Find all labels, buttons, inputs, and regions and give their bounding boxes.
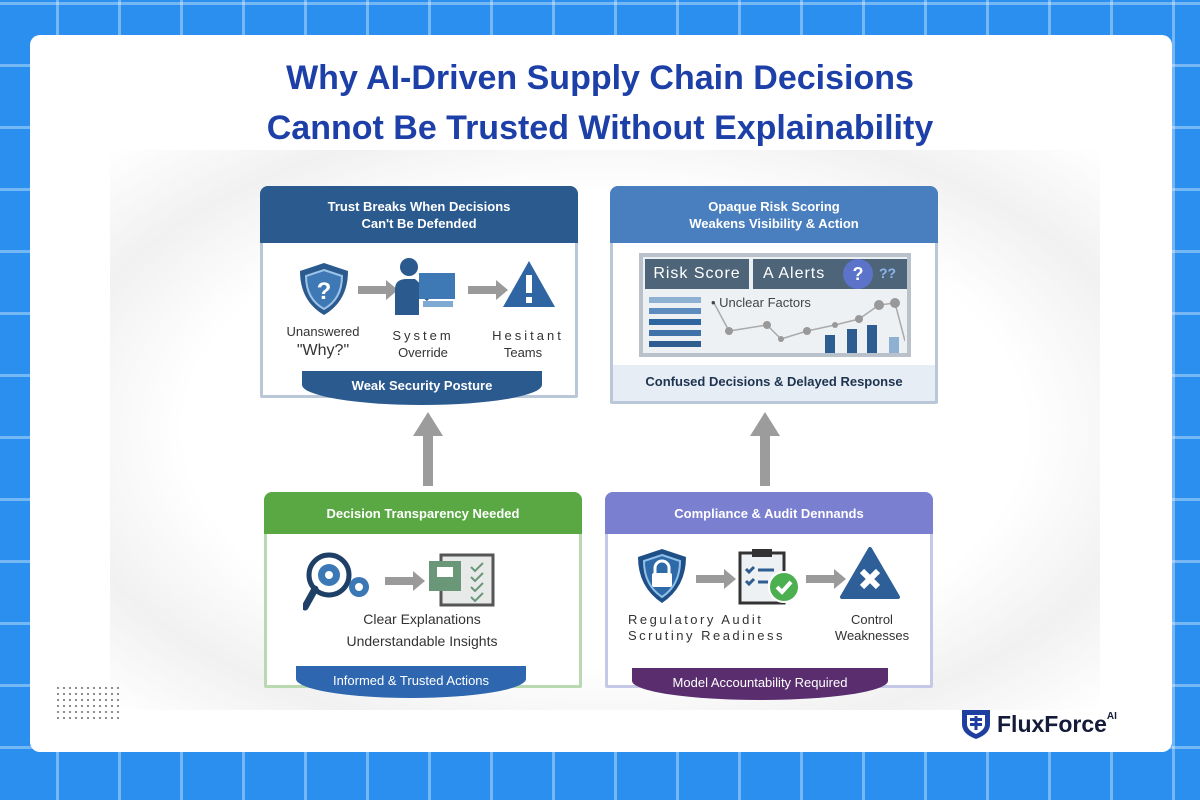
- header-line: Weakens Visibility & Action: [689, 215, 859, 231]
- factor-text: Unclear Factors: [719, 295, 811, 310]
- up-arrow-icon: [413, 412, 443, 486]
- header-line: Opaque Risk Scoring: [708, 198, 840, 214]
- shield-question-icon: ?: [300, 263, 348, 315]
- label-clear-explanations: Clear Explanations: [363, 611, 481, 627]
- footer-informed-actions: Informed & Trusted Actions: [296, 666, 526, 698]
- label-override: Override: [398, 345, 448, 360]
- title-line-1: Why AI-Driven Supply Chain Decisions: [286, 59, 914, 97]
- label-regulatory-audit: Regulatory Audit: [628, 612, 764, 627]
- flow-arrow: [385, 571, 425, 591]
- panel-header: Opaque Risk Scoring Weakens Visibility &…: [610, 186, 938, 243]
- risk-score-tab: Risk Score: [645, 259, 749, 289]
- label-teams: Teams: [503, 345, 543, 360]
- panel-header: Trust Breaks When Decisions Can't Be Def…: [260, 186, 578, 243]
- double-question: ??: [879, 265, 897, 281]
- label-understandable-insights: Understandable Insights: [346, 633, 498, 649]
- label-why: "Why?": [296, 342, 350, 359]
- warning-icon: [503, 261, 555, 307]
- magnifier-gears-icon: [303, 552, 369, 611]
- chart-graphic: [649, 297, 905, 353]
- label-hesitant: Hesitant: [492, 328, 564, 343]
- clipboard-check-icon: [738, 549, 800, 605]
- panel-trust-breaks: Trust Breaks When Decisions Can't Be Def…: [260, 186, 578, 398]
- svg-text:?: ?: [317, 278, 332, 305]
- logo-suffix: AI: [1106, 711, 1117, 722]
- header-line: Trust Breaks When Decisions: [327, 198, 511, 214]
- label-unanswered: Unanswered: [286, 324, 360, 339]
- flow-arrow: [358, 280, 398, 300]
- label-control: Control: [851, 612, 893, 627]
- flow-arrow: [806, 569, 846, 589]
- question-badge: ?: [843, 259, 873, 289]
- logo-text: FluxForce: [997, 710, 1107, 737]
- panel-decision-transparency: Decision Transparency Needed Clear Expla…: [264, 492, 582, 688]
- flow-arrow: [696, 569, 736, 589]
- logo-shield-icon: [962, 710, 990, 739]
- unclear-factors-label: • Unclear Factors: [711, 295, 811, 310]
- report-checklist-icon: [429, 553, 495, 607]
- footer-weak-security: Weak Security Posture: [302, 371, 542, 405]
- label-system: System: [392, 328, 454, 343]
- error-triangle-icon: [840, 547, 900, 599]
- footer-confused-decisions: Confused Decisions & Delayed Response: [613, 365, 935, 401]
- label-scrutiny-readiness: Scrutiny Readiness: [628, 628, 785, 643]
- panel-header: Decision Transparency Needed: [264, 492, 582, 534]
- alerts-tab: A Alerts: [753, 259, 907, 289]
- shield-lock-icon: [638, 549, 686, 603]
- footer-model-accountability: Model Accountability Required: [632, 668, 888, 700]
- header-line: Can't Be Defended: [361, 215, 477, 231]
- flow-arrow: [468, 280, 508, 300]
- dashboard-mock: Risk Score A Alerts ? ?? • Unclear Facto…: [639, 253, 911, 357]
- title-line-2: Cannot Be Trusted Without Explainability: [266, 109, 934, 147]
- person-computer-icon: [395, 258, 455, 315]
- label-weaknesses: Weaknesses: [834, 628, 910, 643]
- panel-compliance-audit: Compliance & Audit Dennands Regulatory A…: [605, 492, 933, 688]
- panel-header: Compliance & Audit Dennands: [605, 492, 933, 534]
- panel-opaque-risk: Opaque Risk Scoring Weakens Visibility &…: [610, 186, 938, 404]
- dot-pattern: [55, 685, 121, 721]
- fluxforce-logo: FluxForce AI: [960, 708, 1117, 740]
- up-arrow-icon: [750, 412, 780, 486]
